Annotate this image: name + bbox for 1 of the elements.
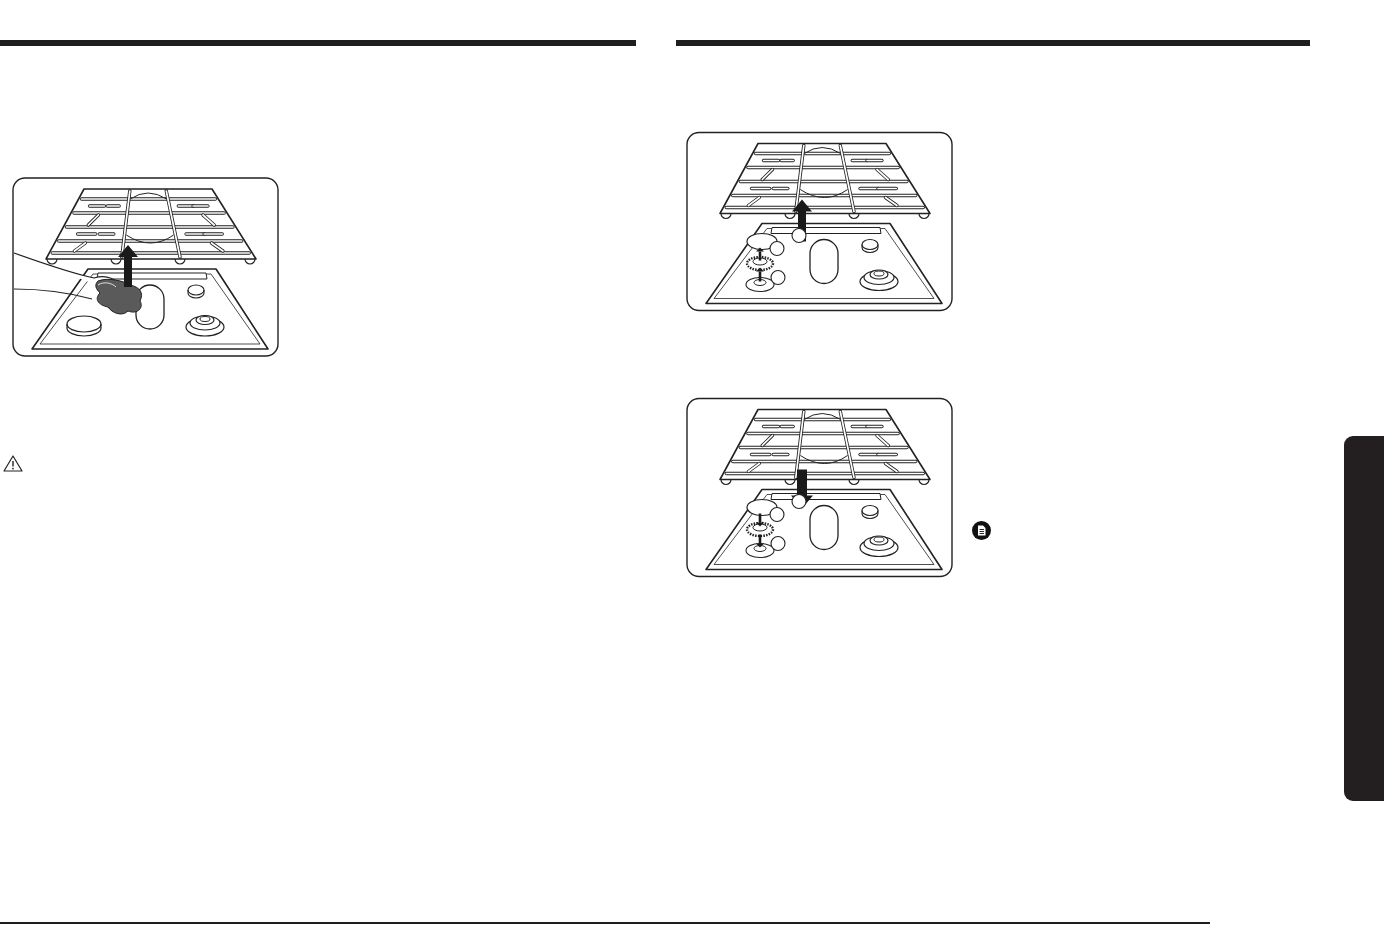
side-tab [1344,436,1384,801]
